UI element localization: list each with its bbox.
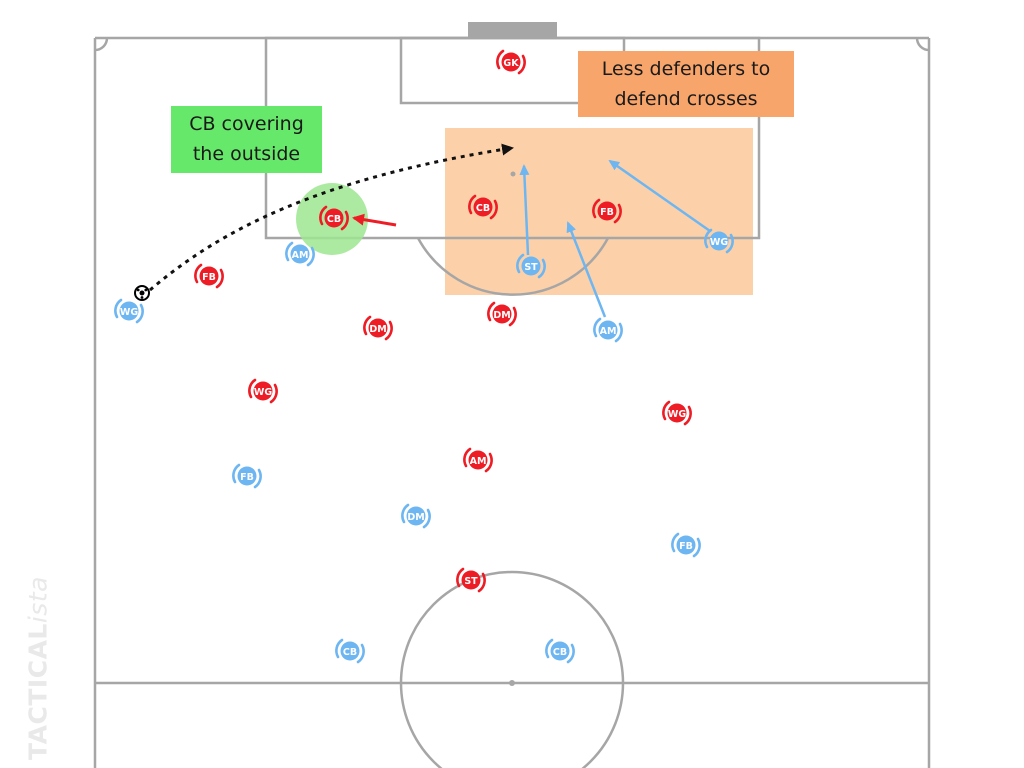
red-player-fb: FB: [592, 198, 622, 224]
corner-arc-right: [915, 37, 930, 52]
blue-player-st: ST: [516, 253, 546, 279]
blue-player-am: AM: [285, 241, 315, 267]
penalty-arc: [416, 237, 610, 296]
blue-player-fb: FB: [232, 463, 262, 489]
player-role-label: WG: [668, 409, 686, 420]
red-player-dm: DM: [363, 315, 393, 341]
blue-player-wg: WG: [704, 228, 734, 254]
tacticalista-watermark: TACTICALista: [16, 576, 60, 760]
football-icon: [134, 285, 150, 301]
cb-covering-annotation: CB covering the outside: [171, 106, 322, 173]
cross-path-arrow: [149, 143, 514, 292]
red-player-wg: WG: [662, 400, 692, 426]
player-role-label: DM: [369, 324, 386, 335]
cb-covering-text: CB covering the outside: [189, 113, 304, 165]
player-role-label: ST: [464, 576, 478, 587]
red-player-cb: CB: [319, 205, 349, 231]
goal: [468, 22, 557, 37]
less-defenders-annotation: Less defenders to defend crosses: [578, 51, 794, 117]
cb-cover-arrow: [352, 213, 397, 227]
red-player-cb: CB: [468, 194, 498, 220]
player-role-label: CB: [343, 647, 357, 658]
red-player-st: ST: [456, 567, 486, 593]
player-role-label: AM: [600, 326, 617, 337]
less-defenders-text: Less defenders to defend crosses: [601, 58, 771, 110]
player-role-label: FB: [679, 541, 693, 552]
player-role-label: GK: [503, 58, 519, 69]
centre-spot: [509, 680, 515, 686]
corner-arc-left: [94, 37, 109, 52]
player-role-label: CB: [553, 647, 567, 658]
player-role-label: DM: [407, 512, 424, 523]
player-role-label: CB: [327, 214, 341, 225]
blue-player-wg: WG: [114, 298, 144, 324]
blue-player-dm: DM: [401, 503, 431, 529]
blue-player-fb: FB: [671, 532, 701, 558]
player-role-label: FB: [202, 272, 216, 283]
movement-arrows: [149, 143, 711, 318]
st-run-arrow: [519, 164, 530, 256]
red-player-fb: FB: [194, 263, 224, 289]
blue-player-cb: CB: [335, 638, 365, 664]
player-role-label: ST: [524, 262, 538, 273]
player-role-label: FB: [240, 472, 254, 483]
penalty-spot: [510, 171, 516, 177]
player-role-label: AM: [470, 456, 487, 467]
player-role-label: AM: [292, 250, 309, 261]
wg-run-arrow: [608, 159, 711, 233]
blue-player-cb: CB: [545, 638, 575, 664]
centre-circle: [399, 570, 625, 768]
am-run-arrow: [566, 221, 607, 318]
player-role-label: WG: [254, 387, 272, 398]
watermark-italic: ista: [23, 575, 53, 623]
red-player-gk: GK: [496, 49, 526, 75]
player-role-label: FB: [600, 207, 614, 218]
watermark-text: TACTICALista: [24, 576, 53, 760]
player-role-label: WG: [120, 307, 138, 318]
blue-player-am: AM: [593, 317, 623, 343]
red-player-am: AM: [463, 447, 493, 473]
player-role-label: CB: [476, 203, 490, 214]
watermark-bold: TACTICAL: [23, 622, 53, 760]
red-player-wg: WG: [248, 378, 278, 404]
players-layer: GK CB CB FB FB DM DM WG WG AM ST AM WG ST WG AM FB DM FB CB…: [114, 49, 734, 664]
red-player-dm: DM: [487, 301, 517, 327]
player-role-label: DM: [493, 310, 510, 321]
player-role-label: WG: [710, 237, 728, 248]
